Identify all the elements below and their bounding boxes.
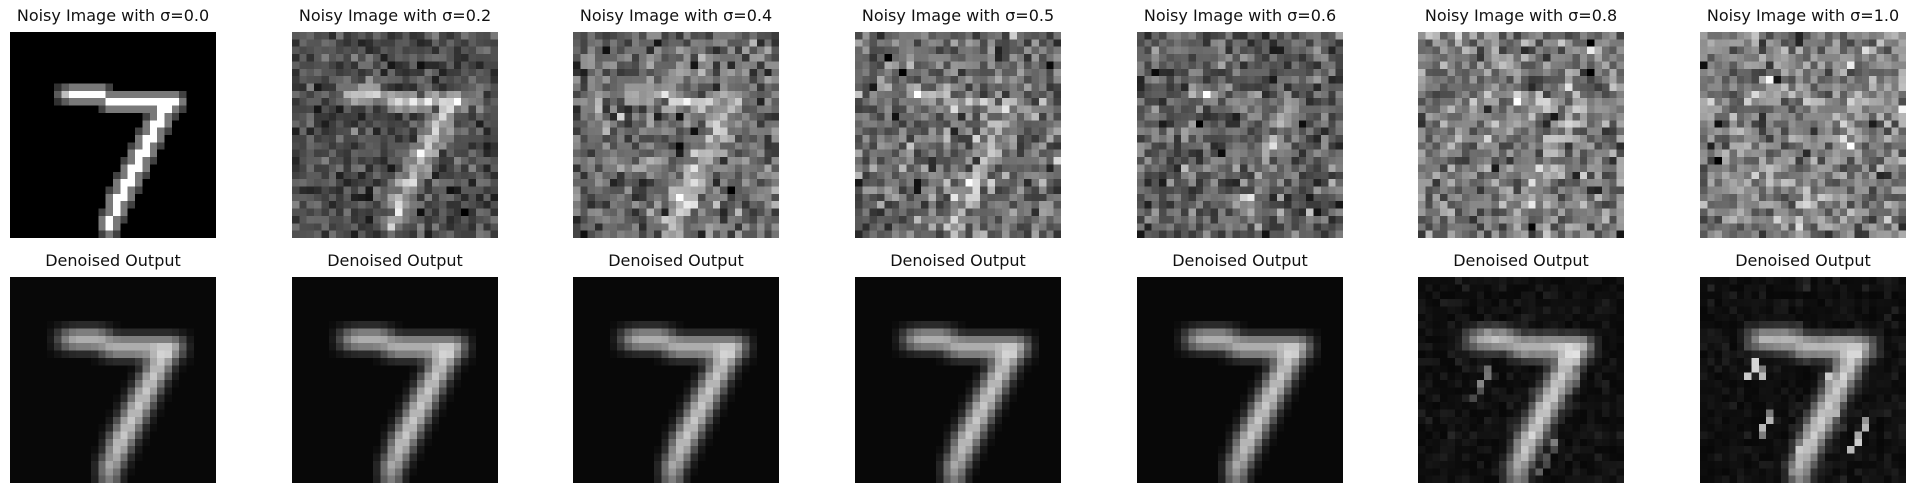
noisy-image-panel-2: Noisy Image with σ=0.2 bbox=[292, 0, 498, 238]
noisy-digit-image bbox=[10, 32, 216, 238]
noisy-image-panel-4: Noisy Image with σ=0.5 bbox=[855, 0, 1061, 238]
denoised-digit-image bbox=[1700, 277, 1906, 483]
panel-title: Denoised Output bbox=[1453, 251, 1589, 270]
panel-title: Noisy Image with σ=0.5 bbox=[861, 6, 1055, 25]
denoised-output-panel-7: Denoised Output bbox=[1700, 245, 1906, 483]
noisy-digit-image bbox=[573, 32, 779, 238]
noisy-digit-image bbox=[1700, 32, 1906, 238]
panel-title: Noisy Image with σ=0.8 bbox=[1424, 6, 1618, 25]
noisy-image-panel-3: Noisy Image with σ=0.4 bbox=[573, 0, 779, 238]
panel-title: Denoised Output bbox=[1172, 251, 1308, 270]
noisy-image-panel-1: Noisy Image with σ=0.0 bbox=[10, 0, 216, 238]
noisy-image-panel-5: Noisy Image with σ=0.6 bbox=[1137, 0, 1343, 238]
noisy-digit-image bbox=[855, 32, 1061, 238]
panel-title: Noisy Image with σ=0.4 bbox=[579, 6, 773, 25]
panel-title: Denoised Output bbox=[1735, 251, 1871, 270]
panel-title: Noisy Image with σ=0.6 bbox=[1143, 6, 1337, 25]
panel-title: Noisy Image with σ=1.0 bbox=[1706, 6, 1900, 25]
panel-title: Noisy Image with σ=0.2 bbox=[298, 6, 492, 25]
denoised-digit-image bbox=[292, 277, 498, 483]
noisy-image-panel-7: Noisy Image with σ=1.0 bbox=[1700, 0, 1906, 238]
denoised-output-panel-6: Denoised Output bbox=[1418, 245, 1624, 483]
noisy-digit-image bbox=[1137, 32, 1343, 238]
denoised-digit-image bbox=[573, 277, 779, 483]
denoised-digit-image bbox=[10, 277, 216, 483]
panel-title: Denoised Output bbox=[608, 251, 744, 270]
panel-title: Denoised Output bbox=[45, 251, 181, 270]
denoised-output-panel-2: Denoised Output bbox=[292, 245, 498, 483]
panel-title: Denoised Output bbox=[327, 251, 463, 270]
denoised-output-panel-3: Denoised Output bbox=[573, 245, 779, 483]
noisy-digit-image bbox=[1418, 32, 1624, 238]
denoised-output-panel-5: Denoised Output bbox=[1137, 245, 1343, 483]
noisy-image-panel-6: Noisy Image with σ=0.8 bbox=[1418, 0, 1624, 238]
panel-title: Denoised Output bbox=[890, 251, 1026, 270]
denoised-digit-image bbox=[1418, 277, 1624, 483]
panel-title: Noisy Image with σ=0.0 bbox=[16, 6, 210, 25]
denoised-digit-image bbox=[1137, 277, 1343, 483]
noisy-digit-image bbox=[292, 32, 498, 238]
denoised-output-panel-1: Denoised Output bbox=[10, 245, 216, 483]
denoised-digit-image bbox=[855, 277, 1061, 483]
denoised-output-panel-4: Denoised Output bbox=[855, 245, 1061, 483]
